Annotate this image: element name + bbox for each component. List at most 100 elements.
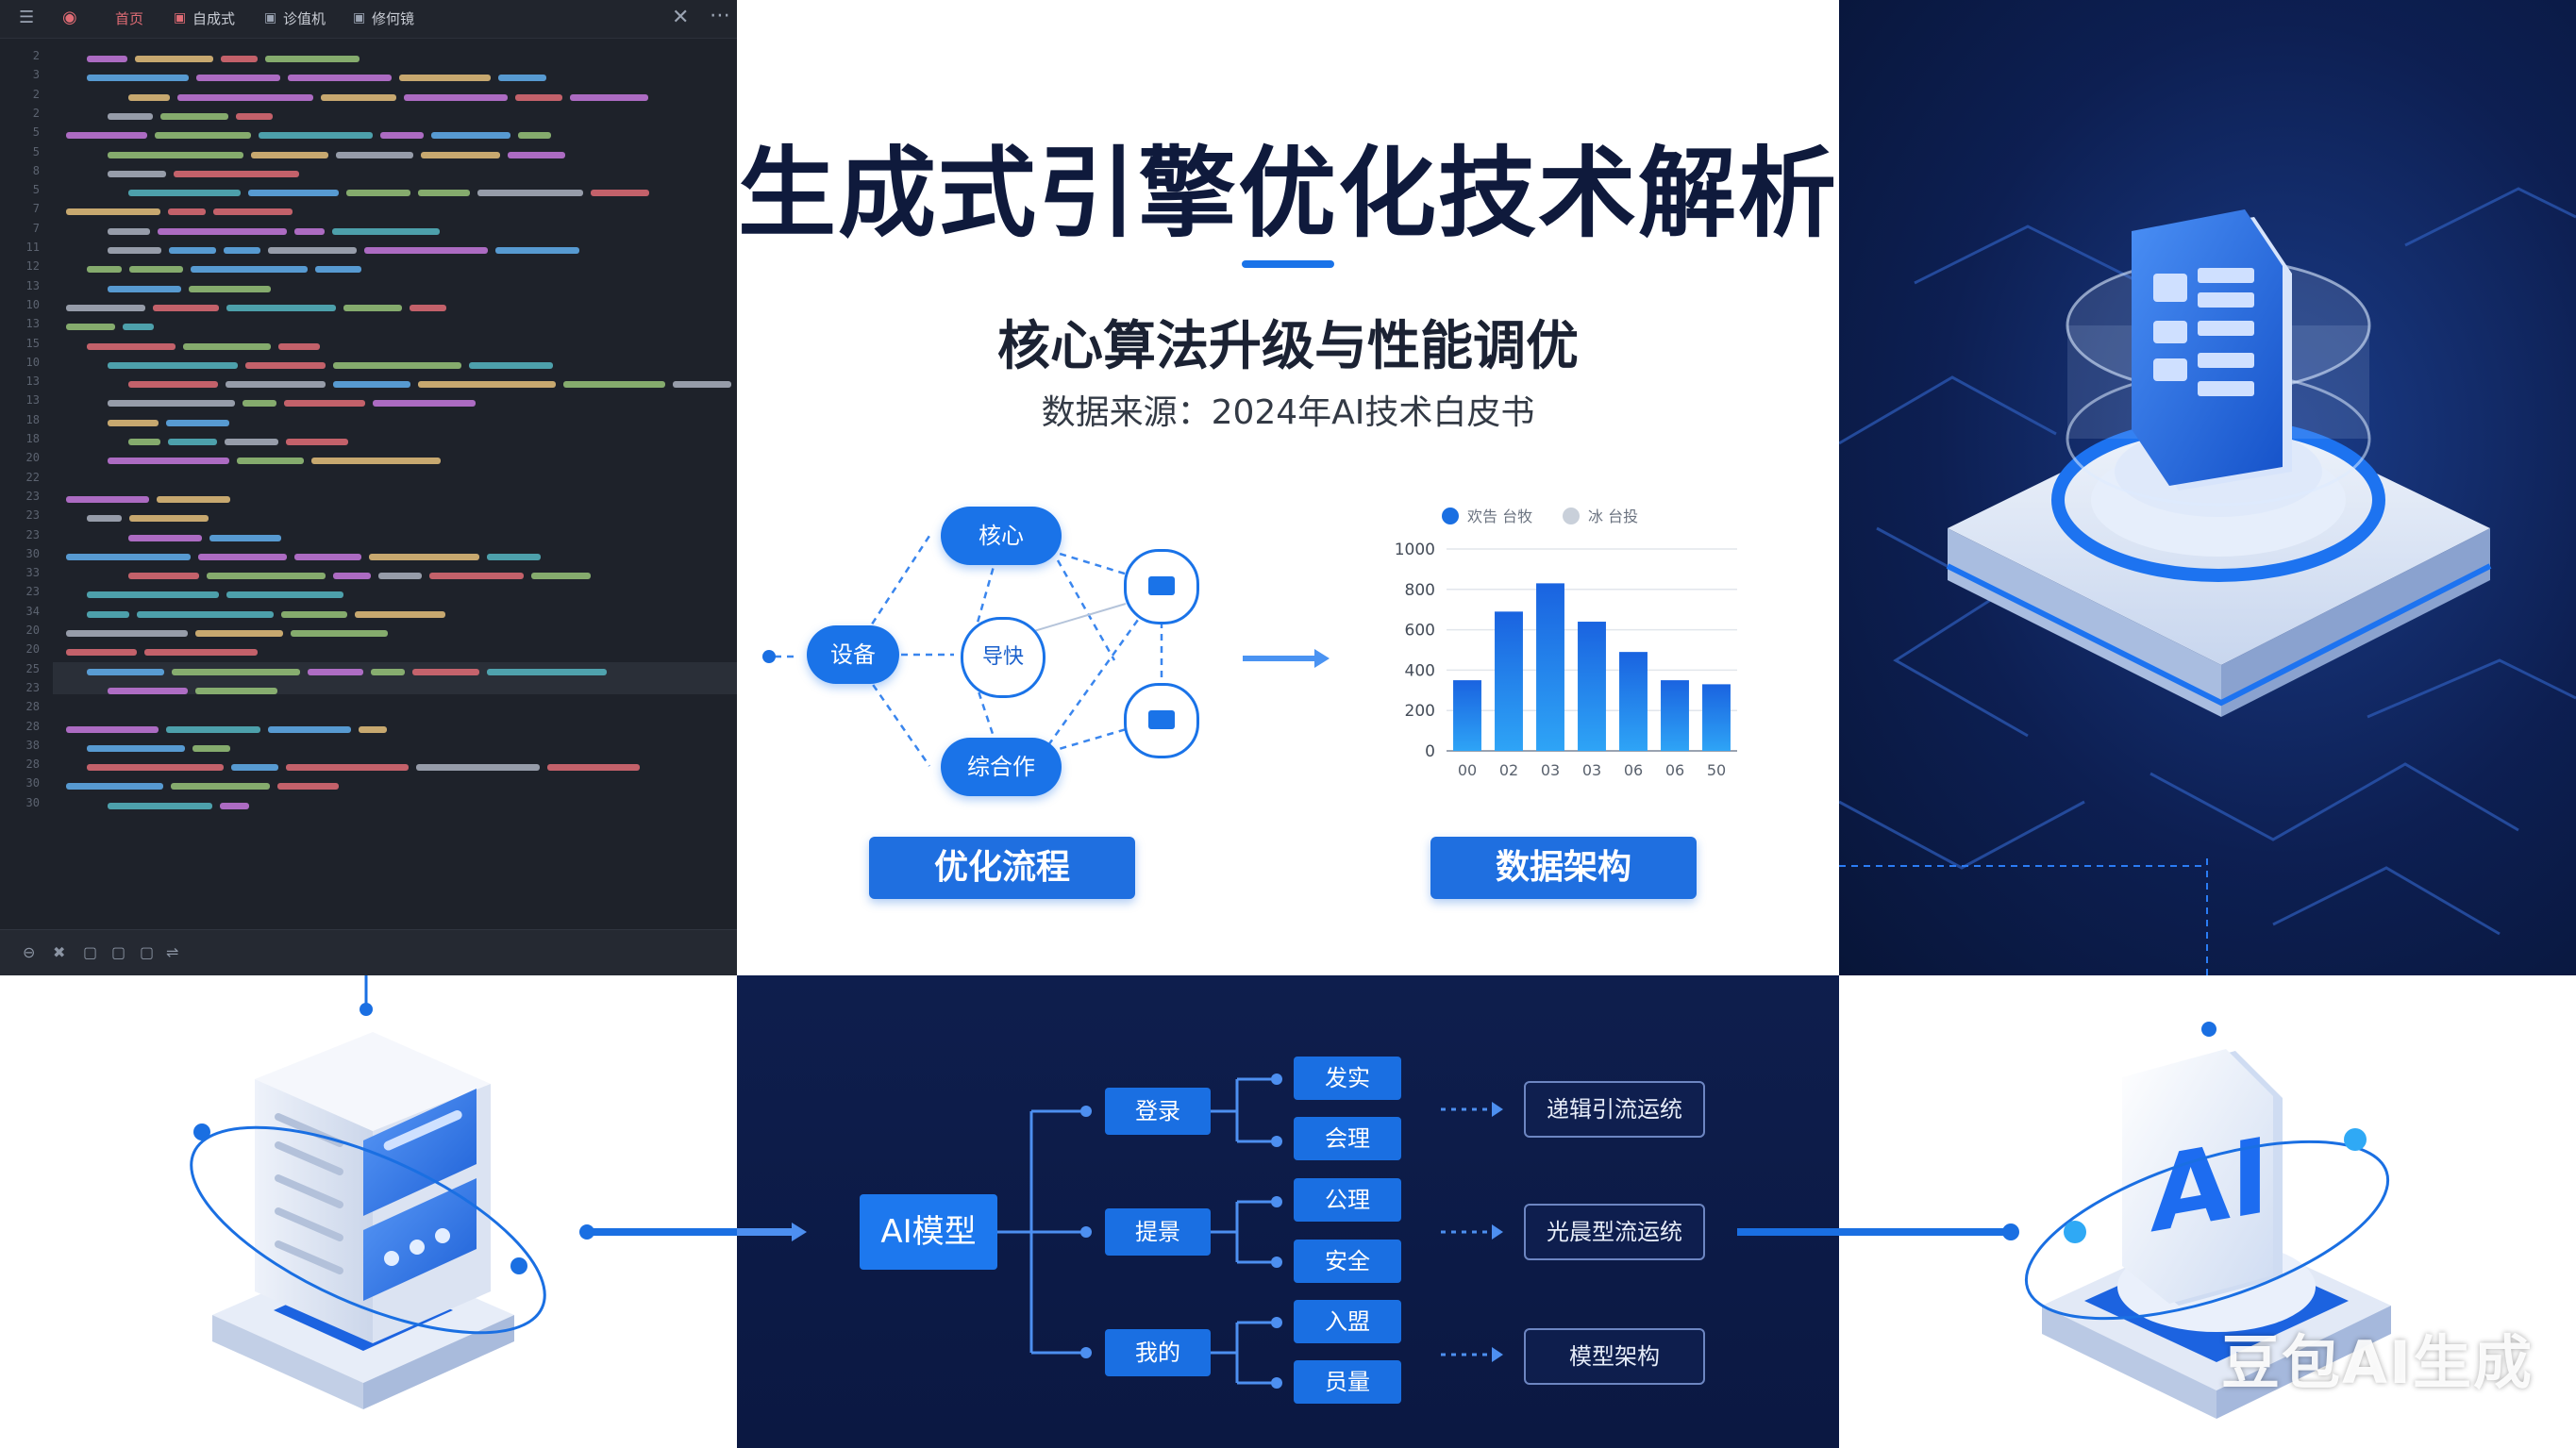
code-line: 2 bbox=[0, 88, 737, 107]
bar bbox=[1619, 652, 1648, 751]
terminal-icon[interactable]: ▢ bbox=[83, 943, 98, 961]
sync-icon[interactable]: ✖ bbox=[53, 943, 66, 961]
code-token bbox=[487, 668, 607, 675]
server-node-icon[interactable] bbox=[1124, 549, 1199, 624]
line-number: 34 bbox=[25, 604, 40, 618]
code-token bbox=[336, 151, 413, 158]
line-number: 28 bbox=[25, 700, 40, 714]
line-number: 23 bbox=[25, 680, 40, 694]
code-token bbox=[495, 247, 579, 254]
code-token bbox=[108, 361, 238, 369]
tree-leaf[interactable]: 员量 bbox=[1294, 1360, 1401, 1404]
panel-icon[interactable]: ▢ bbox=[140, 943, 155, 961]
code-token bbox=[157, 495, 230, 503]
line-number: 23 bbox=[25, 527, 40, 541]
code-token bbox=[192, 744, 230, 752]
code-line: 30 bbox=[0, 796, 737, 815]
y-tick-label: 1000 bbox=[1395, 541, 1435, 559]
tree-root-ai-model[interactable]: AI模型 bbox=[860, 1194, 997, 1270]
code-token bbox=[191, 266, 308, 274]
code-token bbox=[87, 610, 129, 618]
menu-icon[interactable]: ☰ bbox=[19, 8, 35, 27]
code-line: 15 bbox=[0, 337, 737, 356]
code-token bbox=[380, 132, 424, 140]
line-number: 23 bbox=[25, 489, 40, 503]
code-line: 13 bbox=[0, 393, 737, 412]
tree-output[interactable]: 递辑引流运统 bbox=[1524, 1081, 1705, 1138]
line-number: 20 bbox=[25, 642, 40, 657]
code-line: 34 bbox=[0, 605, 737, 624]
node-guide[interactable]: 导快 bbox=[961, 617, 1045, 698]
tab-mirror[interactable]: 修何镜 bbox=[372, 10, 415, 27]
code-token bbox=[169, 247, 216, 254]
output-icon[interactable]: ▢ bbox=[111, 943, 126, 961]
tree-leaf[interactable]: 安全 bbox=[1294, 1240, 1401, 1283]
code-token bbox=[570, 93, 648, 101]
branch-icon[interactable]: ⊖ bbox=[23, 943, 36, 961]
tree-leaf[interactable]: 公理 bbox=[1294, 1178, 1401, 1222]
code-token bbox=[128, 190, 241, 197]
code-token bbox=[265, 56, 360, 62]
line-number: 13 bbox=[25, 317, 40, 331]
code-token bbox=[108, 400, 235, 408]
code-token bbox=[195, 687, 277, 694]
code-token bbox=[364, 247, 488, 254]
tree-branch-scene[interactable]: 提景 bbox=[1105, 1208, 1211, 1256]
code-token bbox=[487, 553, 541, 560]
tab-diagnosis[interactable]: 诊值机 bbox=[283, 10, 326, 27]
code-line: 23 bbox=[0, 681, 737, 700]
close-icon[interactable]: ✕ bbox=[672, 6, 690, 29]
code-token bbox=[286, 764, 409, 772]
code-token bbox=[226, 304, 336, 311]
code-token bbox=[221, 56, 258, 62]
code-line: 23 bbox=[0, 528, 737, 547]
legend-label: 欢告 台牧 bbox=[1467, 508, 1532, 525]
server-node-icon[interactable] bbox=[1124, 683, 1199, 758]
code-token bbox=[66, 553, 191, 560]
line-number: 10 bbox=[25, 297, 40, 311]
line-number: 2 bbox=[32, 87, 40, 101]
code-token bbox=[332, 227, 440, 235]
tree-leaf[interactable]: 入盟 bbox=[1294, 1300, 1401, 1343]
line-number: 30 bbox=[25, 776, 40, 791]
y-tick-label: 800 bbox=[1405, 581, 1435, 600]
more-icon[interactable]: ⋯ bbox=[710, 4, 730, 27]
code-token bbox=[259, 132, 373, 140]
tab-generator[interactable]: 自成式 bbox=[192, 10, 236, 27]
data-architecture-button[interactable]: 数据架构 bbox=[1430, 837, 1697, 899]
tree-leaf[interactable]: 发实 bbox=[1294, 1057, 1401, 1100]
code-token bbox=[333, 381, 410, 389]
optimization-flow-button[interactable]: 优化流程 bbox=[869, 837, 1135, 899]
code-token bbox=[294, 227, 325, 235]
file-icon: ▣ bbox=[353, 10, 366, 25]
tree-output[interactable]: 模型架构 bbox=[1524, 1328, 1705, 1385]
tab-home[interactable]: 首页 bbox=[115, 10, 144, 27]
line-number: 25 bbox=[25, 661, 40, 675]
code-token bbox=[123, 324, 154, 331]
app-logo-icon: ◉ bbox=[62, 8, 77, 27]
code-token bbox=[346, 190, 410, 197]
code-line: 20 bbox=[0, 451, 737, 470]
line-number: 8 bbox=[32, 163, 40, 177]
code-token bbox=[333, 361, 461, 369]
code-token bbox=[87, 266, 122, 274]
tree-output[interactable]: 光晨型流运统 bbox=[1524, 1204, 1705, 1260]
node-device[interactable]: 设备 bbox=[807, 625, 899, 684]
tree-branch-mine[interactable]: 我的 bbox=[1105, 1329, 1211, 1376]
settings-icon[interactable]: ⇌ bbox=[166, 943, 179, 961]
code-token bbox=[155, 132, 251, 140]
bar bbox=[1578, 622, 1606, 751]
code-token bbox=[245, 361, 326, 369]
code-token bbox=[87, 668, 164, 675]
tree-branch-login[interactable]: 登录 bbox=[1105, 1088, 1211, 1135]
code-token bbox=[144, 649, 258, 657]
tree-leaf[interactable]: 会理 bbox=[1294, 1117, 1401, 1160]
code-line: 20 bbox=[0, 642, 737, 661]
code-token bbox=[129, 515, 209, 523]
code-line: 13 bbox=[0, 279, 737, 298]
code-token bbox=[591, 190, 649, 197]
code-token bbox=[294, 553, 361, 560]
node-core[interactable]: 核心 bbox=[941, 507, 1062, 565]
line-number: 15 bbox=[25, 336, 40, 350]
node-cooperation[interactable]: 综合作 bbox=[941, 738, 1062, 796]
